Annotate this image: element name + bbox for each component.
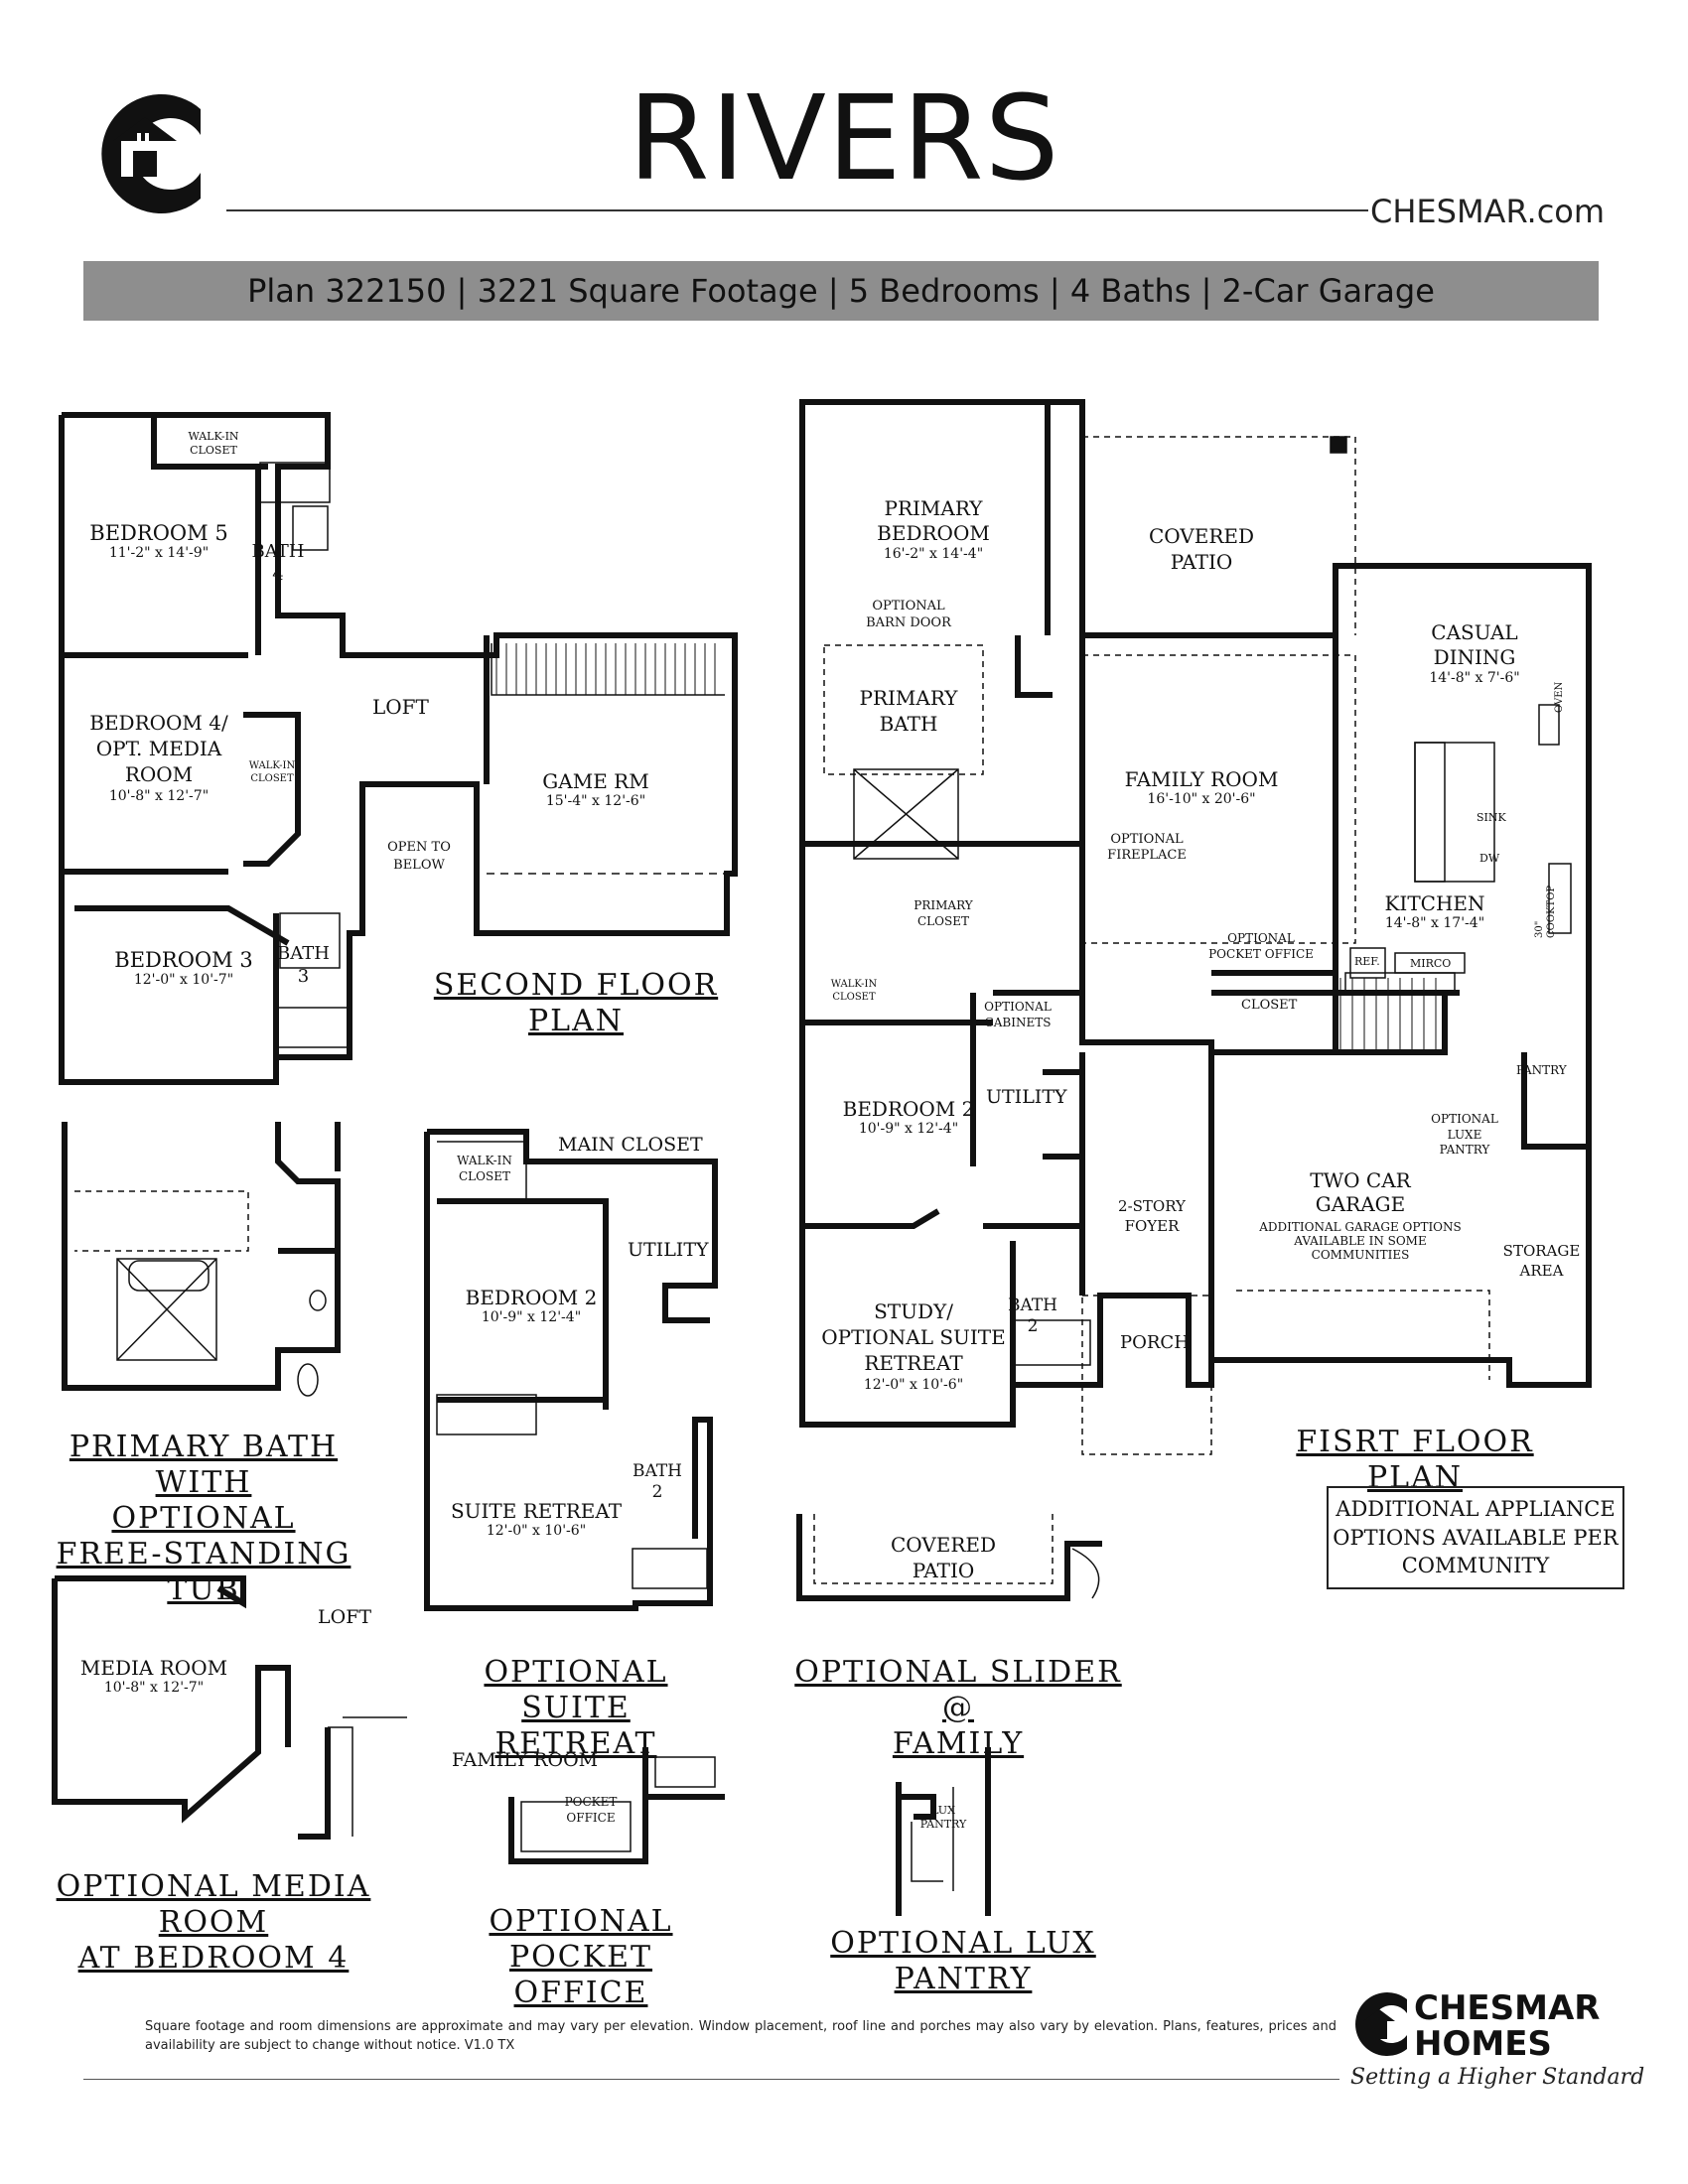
slider-caption: OPTIONAL SLIDER @ FAMILY bbox=[794, 1655, 1122, 1761]
header-rule bbox=[226, 209, 1368, 211]
brand-name: CHESMAR HOMES bbox=[1414, 1988, 1601, 2064]
bath4-label: BATH 4 bbox=[251, 541, 305, 585]
utility-label: UTILITY bbox=[986, 1086, 1067, 1108]
media-room-caption: OPTIONAL MEDIA ROOM AT BEDROOM 4 bbox=[56, 1869, 371, 1976]
suite-retreat-label: SUITE RETREAT 12'-0" x 10'-6" bbox=[450, 1499, 623, 1539]
footer-rule bbox=[83, 2079, 1339, 2080]
site-link[interactable]: CHESMAR.com bbox=[1370, 193, 1606, 230]
ref-label: REF. bbox=[1354, 955, 1380, 968]
barn-door-label: OPTIONAL BARN DOOR bbox=[866, 599, 951, 630]
media-loft-label: LOFT bbox=[318, 1606, 372, 1628]
suite-retreat-caption: OPTIONAL SUITE RETREAT bbox=[484, 1655, 668, 1761]
pocket-office-label: OPTIONAL POCKET OFFICE bbox=[1208, 931, 1314, 961]
walkin-closet-b-label: WALK-IN CLOSET bbox=[248, 760, 296, 784]
cooktop-label: 30" COOKTOP bbox=[1534, 885, 1557, 938]
porch-label: PORCH bbox=[1120, 1332, 1190, 1353]
mirco-label: MIRCO bbox=[1410, 957, 1452, 970]
lux-pantry-room-label: LUX PANTRY bbox=[919, 1804, 967, 1832]
page-title: RIVERS bbox=[628, 69, 1060, 206]
storage-label: STORAGE AREA bbox=[1502, 1242, 1581, 1281]
plan-summary: Plan 322150 | 3221 Square Footage | 5 Be… bbox=[247, 272, 1435, 310]
slider-patio-label: COVERED PATIO bbox=[890, 1533, 997, 1582]
sink-label: SINK bbox=[1477, 811, 1506, 824]
study-label: STUDY/ OPTIONAL SUITE RETREAT 12'-0" x 1… bbox=[821, 1299, 1006, 1393]
disclaimer: Square footage and room dimensions are a… bbox=[145, 2019, 1336, 2053]
primary-bedroom-label: PRIMARY BEDROOM 16'-2" x 14'-4" bbox=[877, 496, 990, 562]
garage-label: TWO CAR GARAGE ADDITIONAL GARAGE OPTIONS… bbox=[1259, 1168, 1462, 1262]
lux-pantry-label: OPTIONAL LUXE PANTRY bbox=[1431, 1112, 1498, 1158]
suite-bath2-label: BATH 2 bbox=[633, 1461, 683, 1503]
lux-pantry-caption: OPTIONAL LUX PANTRY bbox=[830, 1926, 1096, 1996]
bedroom3-label: BEDROOM 3 12'-0" x 10'-7" bbox=[114, 948, 253, 988]
oven-label: OVEN bbox=[1554, 681, 1565, 713]
optional-cabinets-label: OPTIONAL CABINETS bbox=[984, 1000, 1052, 1029]
media-room-label: MEDIA ROOM 10'-8" x 12'-7" bbox=[79, 1656, 228, 1696]
chesmar-homes-logo-icon bbox=[1355, 1992, 1407, 2056]
pocket-office-caption: OPTIONAL POCKET OFFICE bbox=[489, 1904, 673, 2010]
foyer-label: 2-STORY FOYER bbox=[1118, 1197, 1186, 1236]
walkin-closet-label: WALK-IN CLOSET bbox=[188, 430, 239, 457]
bedroom2-label: BEDROOM 2 10'-9" x 12'-4" bbox=[842, 1097, 975, 1137]
suite-utility-label: UTILITY bbox=[628, 1239, 709, 1261]
bath2-label: BATH 2 bbox=[1008, 1296, 1058, 1337]
plan-summary-bar: Plan 322150 | 3221 Square Footage | 5 Be… bbox=[83, 261, 1599, 321]
chesmar-logo-icon bbox=[101, 94, 201, 213]
game-room-label: GAME RM 15'-4" x 12'-6" bbox=[542, 769, 649, 809]
pocket-office-room-label: POCKET OFFICE bbox=[564, 1795, 618, 1825]
walkin-closet-ff-label: WALK-IN CLOSET bbox=[830, 979, 878, 1003]
suite-walkin-label: WALK-IN CLOSET bbox=[457, 1154, 512, 1183]
primary-bath-label: PRIMARY BATH bbox=[859, 686, 958, 736]
kitchen-label: KITCHEN 14'-8" x 17'-4" bbox=[1384, 891, 1485, 931]
appliance-note: ADDITIONAL APPLIANCE OPTIONS AVAILABLE P… bbox=[1327, 1486, 1624, 1589]
casual-dining-label: CASUAL DINING 14'-8" x 7'-6" bbox=[1429, 620, 1520, 686]
dw-label: DW bbox=[1479, 852, 1500, 865]
primary-bath-tub-caption: PRIMARY BATH WITH OPTIONAL FREE-STANDING… bbox=[56, 1430, 352, 1607]
main-closet-label: MAIN CLOSET bbox=[558, 1134, 703, 1156]
bedroom5-label: BEDROOM 5 11'-2" x 14'-9" bbox=[89, 521, 228, 561]
suite-bedroom2-label: BEDROOM 2 10'-9" x 12'-4" bbox=[465, 1286, 598, 1325]
open-to-below-label: OPEN TO BELOW bbox=[387, 840, 451, 874]
primary-closet-label: PRIMARY CLOSET bbox=[914, 898, 973, 928]
family-room-label: FAMILY ROOM 16'-10" x 20'-6" bbox=[1124, 767, 1279, 807]
pocket-family-label: FAMILY ROOM bbox=[452, 1749, 599, 1771]
tagline: Setting a Higher Standard bbox=[1350, 2065, 1645, 2090]
fireplace-label: OPTIONAL FIREPLACE bbox=[1107, 832, 1187, 864]
second-floor-caption: SECOND FLOOR PLAN bbox=[433, 968, 719, 1038]
pantry-label: PANTRY bbox=[1516, 1063, 1567, 1077]
closet-label: CLOSET bbox=[1241, 998, 1298, 1013]
first-floor-caption: FISRT FLOOR PLAN bbox=[1296, 1425, 1534, 1495]
bath3-label: BATH 3 bbox=[277, 943, 330, 987]
covered-patio-label: COVERED PATIO bbox=[1148, 524, 1255, 574]
loft-label: LOFT bbox=[372, 695, 429, 719]
bedroom4-label: BEDROOM 4/ OPT. MEDIA ROOM 10'-8" x 12'-… bbox=[89, 711, 228, 804]
